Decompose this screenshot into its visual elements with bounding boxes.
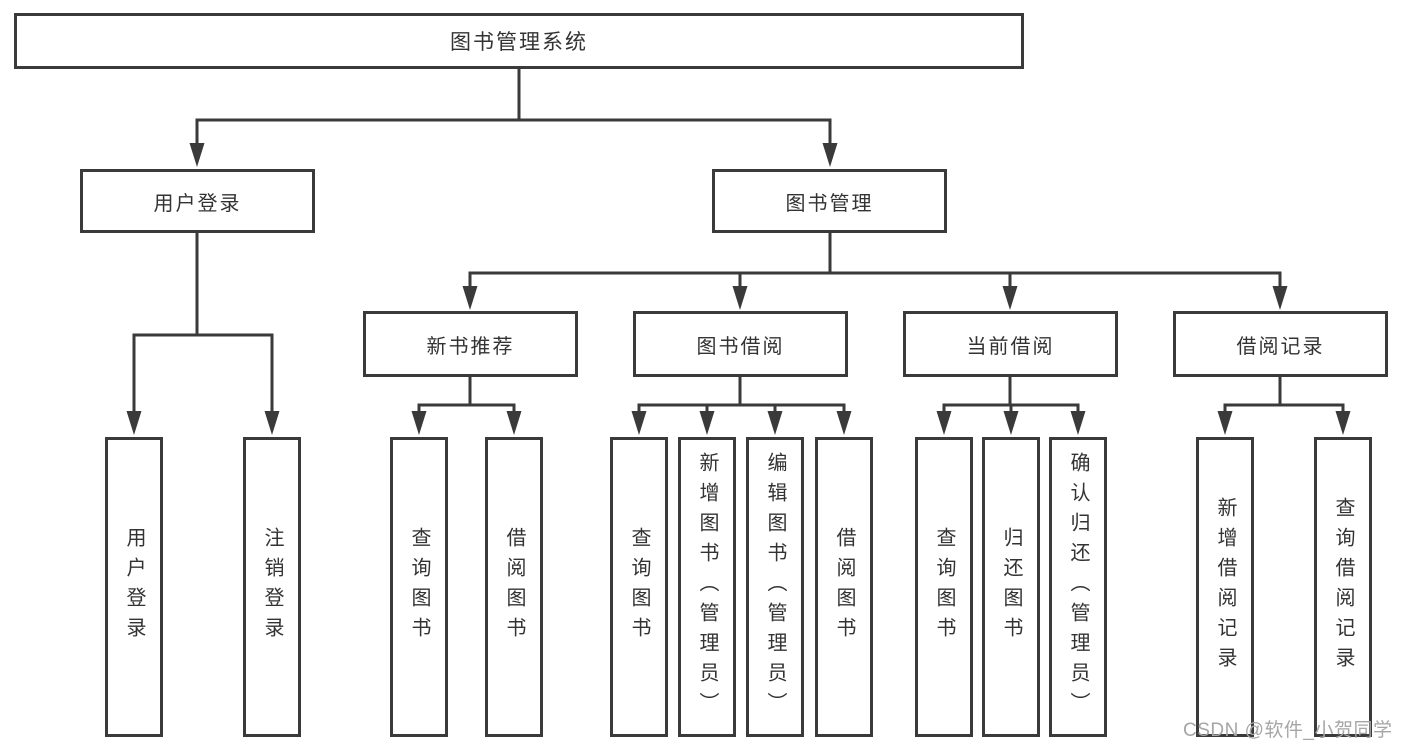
node-label: 借阅图书 [503,527,525,647]
node-label: 查询图书 [408,527,430,647]
node-label: 编辑图书（管理员） [764,452,786,722]
node-label: 当前借阅 [966,335,1055,358]
node-label: 图书借阅 [696,335,785,358]
node-label: 归还图书 [1000,527,1022,647]
leaf-confirm-return-admin: 确认归还（管理员） [1049,437,1107,737]
leaf-add-borrow-record: 新增借阅记录 [1196,437,1254,737]
leaf-borrow-books-recommend: 借阅图书 [485,437,543,737]
node-current-borrowing: 当前借阅 [903,311,1118,377]
node-label: 新增借阅记录 [1214,497,1236,677]
node-label: 用户登录 [123,527,145,647]
node-new-book-recommendation: 新书推荐 [363,311,578,377]
leaf-add-book-admin: 新增图书（管理员） [678,437,736,737]
node-label: 确认归还（管理员） [1067,452,1089,722]
node-library-management-system: 图书管理系统 [14,13,1024,69]
leaf-query-books-recommend: 查询图书 [390,437,448,737]
node-label: 新增图书（管理员） [696,452,718,722]
node-label: 注销登录 [261,527,283,647]
node-label: 图书管理系统 [450,31,588,54]
node-book-borrowing: 图书借阅 [633,311,848,377]
csdn-watermark: CSDN @软件_小贺同学 [1183,720,1393,741]
node-label: 借阅图书 [833,527,855,647]
leaf-return-books: 归还图书 [982,437,1040,737]
leaf-query-books-borrowing: 查询图书 [610,437,668,737]
node-borrowing-records: 借阅记录 [1173,311,1388,377]
leaf-borrow-books-borrowing: 借阅图书 [815,437,873,737]
node-label: 图书管理 [785,192,874,215]
node-label: 查询图书 [933,527,955,647]
leaf-user-login: 用户登录 [105,437,163,737]
node-user-login: 用户登录 [80,169,315,233]
leaf-edit-book-admin: 编辑图书（管理员） [746,437,804,737]
node-label: 查询借阅记录 [1332,497,1354,677]
node-label: 用户登录 [153,192,242,215]
node-label: 查询图书 [628,527,650,647]
node-book-management: 图书管理 [712,169,947,233]
leaf-query-borrow-record: 查询借阅记录 [1314,437,1372,737]
node-label: 新书推荐 [426,335,515,358]
leaf-logout: 注销登录 [243,437,301,737]
node-label: 借阅记录 [1236,335,1325,358]
leaf-query-books-current: 查询图书 [915,437,973,737]
